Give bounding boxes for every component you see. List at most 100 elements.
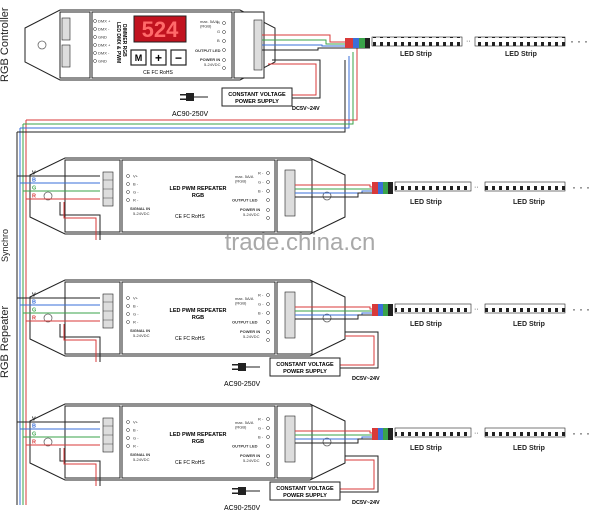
svg-text:···: ··· [572, 180, 593, 194]
input-pin-label: B - [133, 428, 139, 433]
svg-text:OUTPUT LED: OUTPUT LED [195, 48, 221, 53]
svg-text:···: ··· [572, 426, 593, 440]
wire-label: V [32, 417, 36, 423]
wire-label: R [32, 194, 36, 200]
psu-dc: DC5V~24V [352, 500, 380, 506]
svg-text:B: B [217, 38, 220, 43]
signal-range: 5-24VDC [133, 333, 150, 338]
output-rating: max. 5A/A(RGB) [235, 296, 254, 306]
led-strip [394, 181, 472, 192]
repeater-title: LED PWM REPEATER [169, 186, 226, 192]
output-pin-label: G - [258, 302, 264, 307]
svg-text:··: ·· [474, 184, 479, 191]
input-pin-label: G - [133, 436, 139, 441]
power-in-label: POWER IN [240, 453, 260, 458]
wire-label: G [32, 308, 36, 314]
strip-label: LED Strip [400, 51, 432, 58]
svg-text:···: ··· [570, 34, 591, 48]
repeater-title: LED PWM REPEATER [169, 432, 226, 438]
led-strip [484, 427, 566, 438]
psu-line1: CONSTANT VOLTAGE [276, 362, 334, 368]
psu-line1: CONSTANT VOLTAGE [276, 486, 334, 492]
input-pin-label: V+ [133, 174, 139, 179]
wire-label: B [32, 300, 36, 306]
controller-display-value: 524 [142, 17, 179, 42]
psu-line2: POWER SUPPLY [283, 369, 327, 375]
sync-bus [16, 48, 358, 505]
strip-label: LED Strip [410, 321, 442, 328]
svg-text:GND: GND [98, 59, 107, 64]
led-strip [371, 36, 463, 47]
wire-label: V [32, 171, 36, 177]
led-strip [474, 36, 566, 47]
output-pin-label: G - [258, 426, 264, 431]
svg-text:+: + [155, 51, 162, 65]
repeater-subtitle: RGB [192, 315, 204, 321]
svg-text:DMX +: DMX + [98, 43, 111, 48]
signal-in-label: SIGNAL IN [130, 206, 150, 211]
strip-label: LED Strip [513, 445, 545, 452]
signal-in-label: SIGNAL IN [130, 328, 150, 333]
strip-label: LED Strip [505, 51, 537, 58]
repeater-cert: CE FC RoHS [175, 336, 205, 342]
svg-text:POWER SUPPLY: POWER SUPPLY [235, 99, 279, 105]
repeater-title: LED PWM REPEATER [169, 308, 226, 314]
power-range: 5-24VDC [243, 458, 260, 463]
controller-display [133, 15, 187, 43]
watermark: trade.china.cn [225, 229, 376, 256]
repeater-subtitle: RGB [192, 439, 204, 445]
signal-range: 5-24VDC [133, 211, 150, 216]
svg-text:G: G [217, 29, 220, 34]
input-pin-label: R - [133, 444, 139, 449]
wire-label: R [32, 316, 36, 322]
side-label-controller: RGB Controller [0, 7, 11, 82]
svg-text:GND: GND [98, 35, 107, 40]
output-rating: max. 5A/A(RGB) [235, 420, 254, 430]
output-pin-label: B - [258, 311, 264, 316]
svg-text:M: M [135, 53, 143, 63]
repeater-cert: CE FC RoHS [175, 460, 205, 466]
controller-title-line1: LED DMX & PWM [115, 22, 121, 63]
svg-text:DMX -: DMX - [98, 27, 110, 32]
psu-dc: DC5V~24V [352, 376, 380, 382]
power-in-label: POWER IN [240, 207, 260, 212]
controller-cert: CE FC RoHS [143, 70, 173, 76]
led-strip [394, 303, 472, 314]
svg-text:5-24VDC: 5-24VDC [204, 62, 221, 67]
power-range: 5-24VDC [243, 212, 260, 217]
svg-text:··: ·· [466, 38, 471, 45]
input-pin-label: B - [133, 182, 139, 187]
wire-label: G [32, 432, 36, 438]
power-supply [231, 331, 379, 377]
svg-text:···: ··· [572, 302, 593, 316]
side-label-repeater: RGB Repeater [0, 306, 11, 378]
psu-ac: AC90-250V [224, 381, 261, 388]
wire-label: V [32, 293, 36, 299]
svg-text:··: ·· [474, 430, 479, 437]
controller-mode-key: M [130, 49, 147, 66]
svg-text:−: − [175, 51, 182, 65]
output-pin-label: B - [258, 189, 264, 194]
strip-label: LED Strip [410, 199, 442, 206]
output-led-label: OUTPUT LED [232, 198, 258, 203]
power-in-label: POWER IN [240, 329, 260, 334]
output-pin-label: R - [258, 293, 264, 298]
input-pin-label: V+ [133, 296, 139, 301]
controller-plus-key: + [150, 49, 167, 66]
output-pin-label: G - [258, 180, 264, 185]
psu-ac: AC90-250V [224, 505, 261, 510]
svg-text:DC5V~24V: DC5V~24V [292, 106, 320, 112]
output-pin-label: R - [258, 417, 264, 422]
controller-minus-key: − [170, 49, 187, 66]
svg-text:DMX -: DMX - [98, 51, 110, 56]
svg-text:CONSTANT VOLTAGE: CONSTANT VOLTAGE [228, 92, 286, 98]
power-supply: CONSTANT VOLTAGE POWER SUPPLY DC5V~24V A… [172, 59, 321, 118]
svg-text:POWER IN: POWER IN [200, 57, 220, 62]
input-pin-label: G - [133, 312, 139, 317]
signal-in-label: SIGNAL IN [130, 452, 150, 457]
psu-line2: POWER SUPPLY [283, 493, 327, 499]
wire-label: B [32, 424, 36, 430]
led-strip [394, 427, 472, 438]
